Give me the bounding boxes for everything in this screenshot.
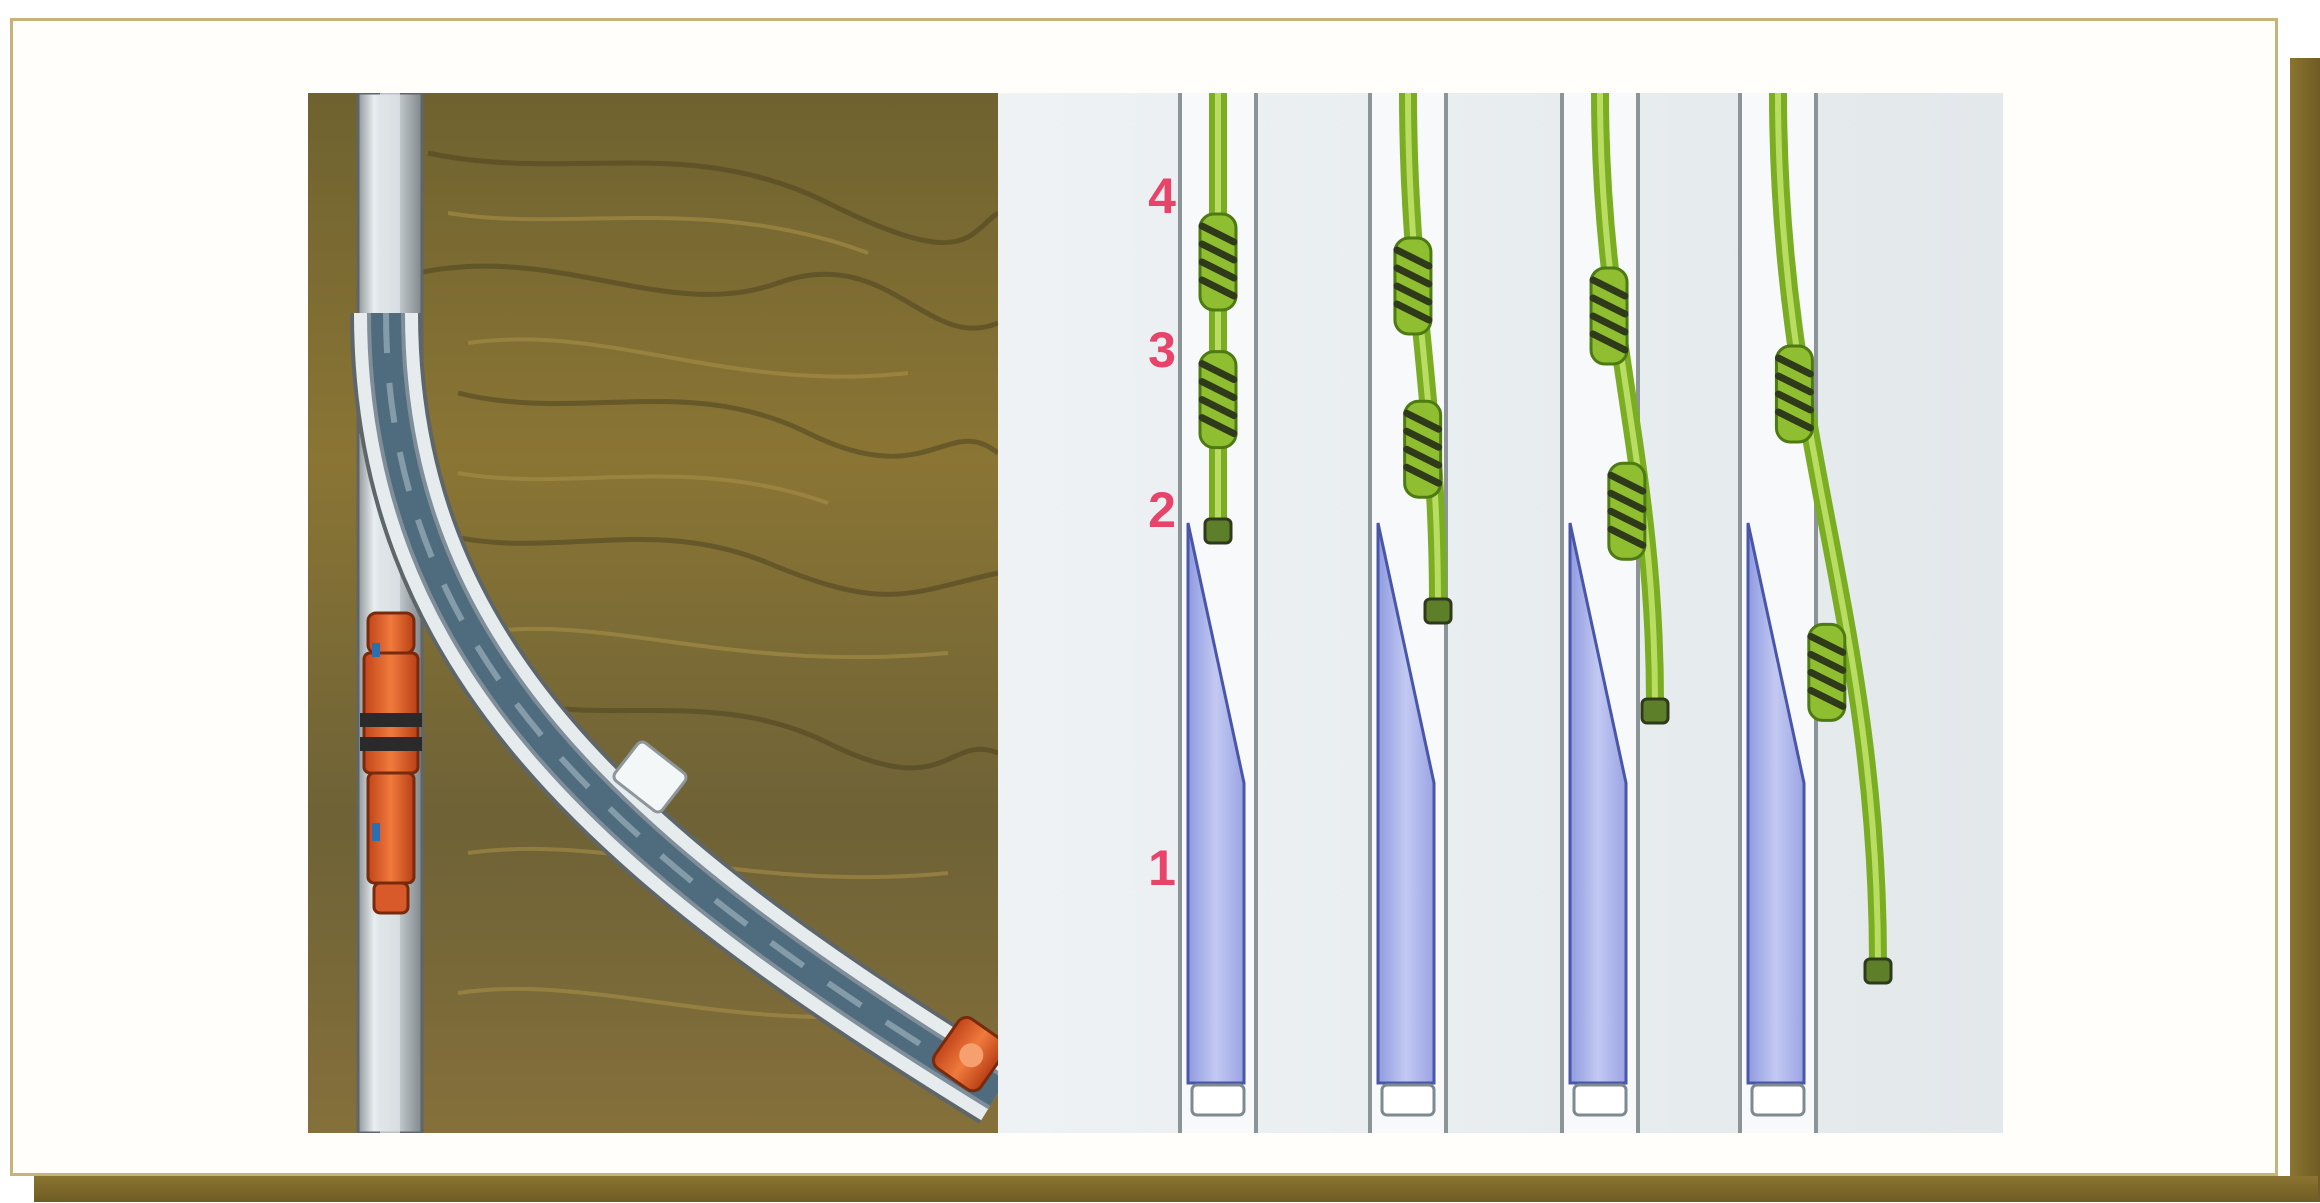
figure-svg <box>308 93 2003 1133</box>
spiral-mill <box>1395 238 1431 334</box>
casing-wall-left <box>1738 93 1742 1133</box>
spiral-mill <box>1405 401 1441 497</box>
mill-bit <box>1865 959 1891 983</box>
anchor-plug <box>1382 1085 1434 1115</box>
figure-area: 4 3 2 1 <box>308 93 2003 1133</box>
stage-number-1: 1 <box>1132 843 1192 893</box>
spiral-mill <box>1200 214 1236 310</box>
mill-bit <box>1642 699 1668 723</box>
mill-bit <box>1205 519 1231 543</box>
mill-bit <box>1425 599 1451 623</box>
frame-shadow-right <box>2290 58 2320 1202</box>
casing-wall-left <box>1560 93 1564 1133</box>
anchor-plug <box>1752 1085 1804 1115</box>
stage-1 <box>1178 93 1258 1133</box>
spiral-mill <box>1809 624 1845 720</box>
casing-wall-right <box>1254 93 1258 1133</box>
stage-number-4: 4 <box>1132 171 1192 221</box>
casing-wall-right <box>1636 93 1640 1133</box>
stage-number-2: 2 <box>1132 485 1192 535</box>
downhole-tool <box>360 613 422 913</box>
casing-wall-right <box>1814 93 1818 1133</box>
frame-shadow-bottom <box>34 1176 2318 1202</box>
formation-panel <box>308 93 1010 1133</box>
anchor-plug <box>1574 1085 1626 1115</box>
spiral-mill <box>1776 346 1812 442</box>
spiral-mill <box>1591 268 1627 364</box>
spiral-mill <box>1200 352 1236 448</box>
stage-number-3: 3 <box>1132 325 1192 375</box>
spiral-mill <box>1609 463 1645 559</box>
casing-wall-left <box>1178 93 1182 1133</box>
anchor-plug <box>1192 1085 1244 1115</box>
figure-frame: 4 3 2 1 <box>10 18 2278 1176</box>
stage-2 <box>1368 93 1451 1133</box>
casing-wall-left <box>1368 93 1372 1133</box>
